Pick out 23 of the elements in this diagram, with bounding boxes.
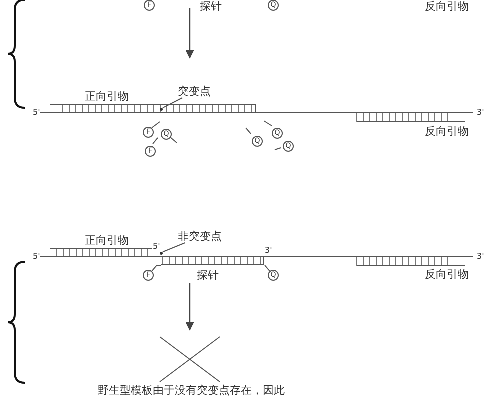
probe-linker — [264, 265, 270, 272]
probe-label: 探针 — [197, 269, 219, 282]
strand-end-label: 3' — [477, 252, 484, 261]
point-marker — [160, 252, 163, 255]
primer-label: 正向引物 — [85, 90, 129, 103]
point-label: 突变点 — [178, 85, 211, 98]
point-marker — [160, 108, 163, 111]
primer-label: 探针 — [200, 0, 222, 13]
primer-label: 反向引物 — [425, 268, 469, 281]
strand-end-label: 5' — [33, 108, 40, 117]
caption-text: 野生型模板由于没有突变点存在，因此 — [98, 384, 285, 397]
primer-label: 正向引物 — [85, 234, 129, 247]
primer-label: 反向引物 — [425, 125, 469, 138]
probe-ladder-drawing — [161, 257, 265, 266]
strand-end-label: 5' — [33, 252, 40, 261]
leader-line — [162, 242, 186, 253]
strand-end-label: 3' — [265, 246, 272, 255]
strand-end-label: 5' — [153, 242, 160, 251]
primer-label: 反向引物 — [425, 0, 469, 13]
probe-linker — [152, 265, 162, 272]
point-label: 非突变点 — [178, 230, 222, 243]
strand-end-label: 3' — [477, 108, 484, 117]
leader-line — [162, 98, 184, 109]
